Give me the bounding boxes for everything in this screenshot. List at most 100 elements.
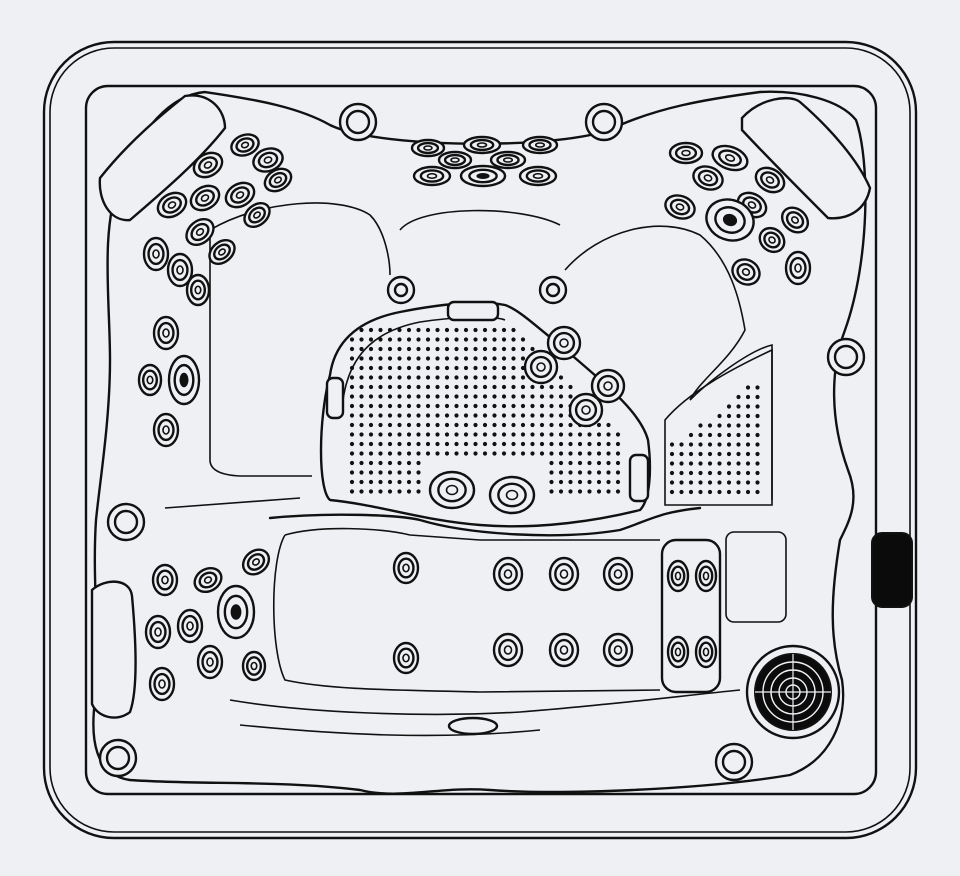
seat-top-outline <box>399 209 561 231</box>
jet <box>664 194 696 220</box>
jet <box>189 184 221 212</box>
jet <box>523 349 559 385</box>
jet <box>208 238 236 266</box>
pillow-lounge <box>90 580 137 719</box>
jet <box>392 551 420 585</box>
cup-holder-bottom-left <box>98 738 138 778</box>
center-seat-armrest-right <box>628 453 650 503</box>
jet <box>758 226 786 254</box>
jet <box>590 368 626 404</box>
floor-drain <box>447 716 499 736</box>
pillow-right <box>740 96 872 220</box>
jet <box>156 191 188 219</box>
center-seat-outline <box>319 301 652 528</box>
lounge-outline <box>273 527 661 693</box>
jet-large <box>459 164 507 188</box>
jet <box>230 133 260 157</box>
control-knob-left-inner <box>393 282 409 298</box>
jet <box>185 217 215 247</box>
jet <box>666 635 690 669</box>
jet <box>192 151 224 179</box>
main-well-outline <box>92 90 867 795</box>
jet-large <box>705 198 755 242</box>
jet <box>410 138 446 158</box>
dot-pattern-center <box>349 327 621 494</box>
tub-inner-rim <box>49 47 911 833</box>
jet <box>428 470 476 510</box>
jet <box>694 559 718 593</box>
pillow-left <box>98 94 227 222</box>
center-seat-headrest <box>446 300 500 322</box>
jet <box>224 181 256 209</box>
jet <box>148 666 176 702</box>
jet <box>241 650 267 682</box>
right-bench-step <box>725 531 787 623</box>
lounge-step <box>239 724 541 737</box>
jet <box>488 475 536 515</box>
jet-large <box>216 584 256 640</box>
control-knob-left <box>386 275 416 305</box>
cup-holder-top-right <box>584 102 624 142</box>
jet <box>784 250 812 286</box>
jet <box>731 258 761 286</box>
control-knob-right <box>538 275 568 305</box>
jet <box>196 644 224 680</box>
jet <box>144 614 172 650</box>
jet <box>142 236 170 272</box>
jet <box>694 635 718 669</box>
filter-housing <box>871 532 913 608</box>
jet <box>568 392 604 428</box>
jet <box>711 144 749 172</box>
tub-top-ledge <box>84 84 878 796</box>
jet <box>137 363 163 397</box>
cup-holder-bottom-right <box>714 742 754 782</box>
seat-right-small <box>689 343 773 500</box>
drain-grate <box>754 653 832 731</box>
jet-large <box>167 354 201 406</box>
jet <box>252 147 284 173</box>
lounge-footwell <box>229 689 741 716</box>
jet <box>176 608 204 644</box>
right-seat-outline <box>664 348 773 506</box>
jet <box>518 165 558 187</box>
cup-holder-left <box>106 502 146 542</box>
center-seat-inner <box>342 316 506 401</box>
jet <box>437 150 473 170</box>
jets-group <box>137 133 812 702</box>
jet <box>666 559 690 593</box>
jet <box>489 150 527 170</box>
jet <box>263 167 293 193</box>
jet <box>602 632 634 668</box>
control-knob-right-inner <box>545 282 561 298</box>
jet <box>412 165 452 187</box>
jet <box>780 206 810 234</box>
jet <box>546 325 582 361</box>
jet <box>462 135 502 155</box>
ledge-line-left <box>164 497 301 509</box>
jet <box>166 252 194 288</box>
jet <box>152 412 180 448</box>
jet <box>492 632 524 668</box>
seat-right-outline <box>564 225 746 401</box>
jet <box>241 548 271 576</box>
jet <box>492 556 524 592</box>
jet <box>152 315 180 351</box>
jet <box>243 201 271 229</box>
right-bench <box>660 538 722 694</box>
ledge-line-middle <box>268 506 702 537</box>
jet <box>668 141 704 165</box>
tub-outer-rim <box>42 40 918 840</box>
jet <box>151 563 179 597</box>
jet <box>185 273 211 307</box>
jet <box>392 641 420 675</box>
jet <box>602 556 634 592</box>
jet <box>548 556 580 592</box>
cup-holder-right <box>826 337 866 377</box>
jet <box>193 566 223 594</box>
jet <box>548 632 580 668</box>
dot-pattern-right <box>669 385 760 495</box>
center-seat-armrest-left <box>325 376 345 420</box>
jet <box>754 166 786 194</box>
jet <box>692 165 724 191</box>
